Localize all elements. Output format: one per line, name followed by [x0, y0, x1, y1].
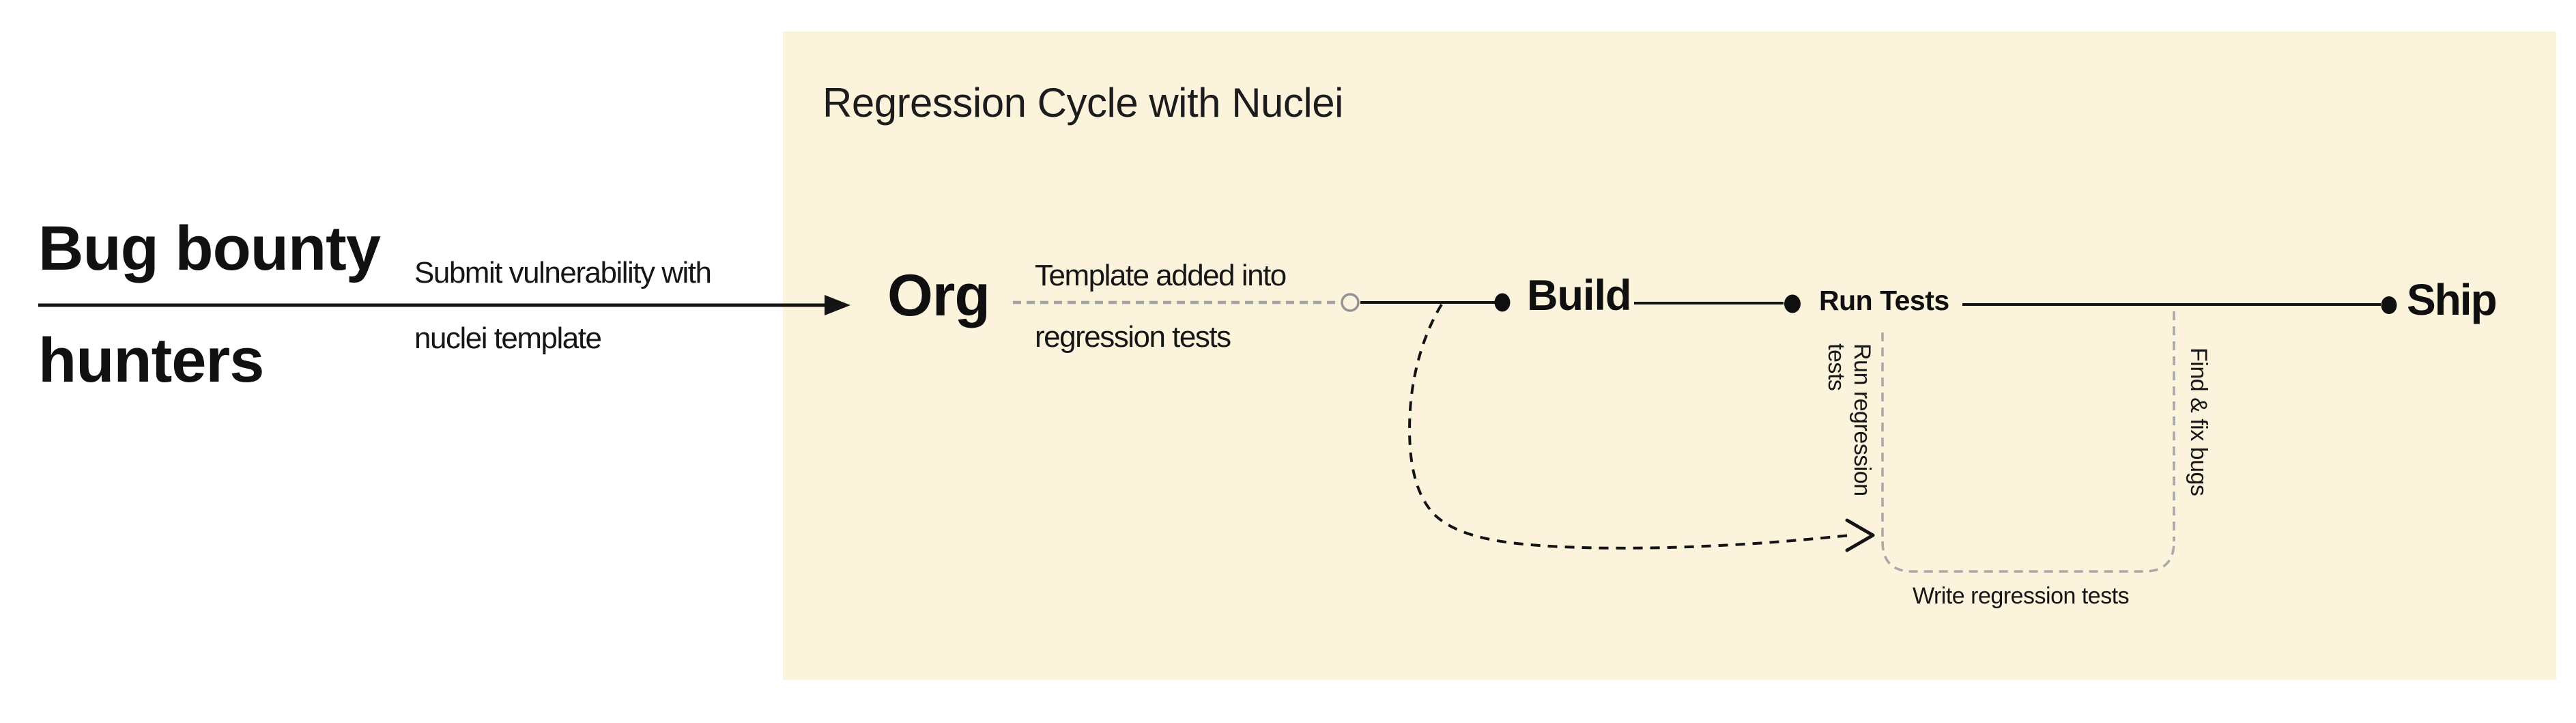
cycle-panel-background: [783, 31, 2556, 680]
actor-arrow-head-icon: [825, 295, 850, 315]
write-regression-tests-label: Write regression tests: [1913, 583, 2130, 609]
template-label-line2: regression tests: [1035, 320, 1231, 354]
node-label-ship: Ship: [2407, 275, 2498, 324]
feedback-dashed-curve: [1408, 303, 1852, 550]
node-label-build: Build: [1527, 272, 1631, 320]
open-circle-node: [1341, 293, 1360, 312]
loop-label-line2: tests: [1823, 343, 1849, 391]
feedback-arrow-head-icon: [1845, 518, 1875, 552]
loop-label-line1: Run regression: [1849, 343, 1875, 496]
node-label-run-tests: Run Tests: [1819, 285, 1949, 316]
actor-label-line2: hunters: [38, 326, 264, 395]
arrow-label-line1: Submit vulnerability with: [414, 256, 712, 289]
ship-node-dot: [2381, 296, 2397, 314]
loop-label-run-regression: Run regression tests: [1823, 343, 1875, 528]
build-node-dot: [1494, 293, 1511, 312]
node-label-org: Org: [887, 263, 990, 328]
actor-label-line1: Bug bounty: [38, 214, 381, 283]
template-label-line1: Template added into: [1035, 259, 1287, 292]
run-tests-node-dot: [1784, 294, 1801, 313]
panel-title: Regression Cycle with Nuclei: [822, 80, 1343, 126]
bracket-bottom-dashed-line: [1881, 541, 2175, 573]
arrow-label-line2: nuclei template: [414, 322, 602, 355]
find-fix-bugs-label: Find & fix bugs: [2186, 348, 2212, 496]
